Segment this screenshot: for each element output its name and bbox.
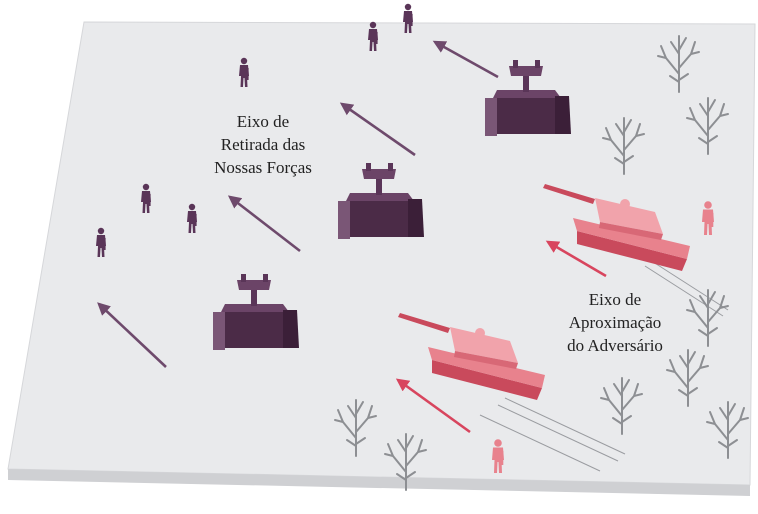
enemy-axis-label-line: Eixo de <box>588 290 642 309</box>
friendly-axis-label-line: Retirada das <box>220 135 306 154</box>
friendly-axis-label-line: Nossas Forças <box>214 158 312 177</box>
enemy-axis-label-line: Aproximação <box>568 313 662 332</box>
track-marks <box>479 259 729 472</box>
friendly-arrows <box>97 40 499 368</box>
friendly-arrow <box>97 302 167 368</box>
ground-edge <box>8 469 750 496</box>
friendly-arrow <box>432 40 499 79</box>
friendly-arrow <box>339 102 416 157</box>
enemy-arrows <box>395 240 607 434</box>
friendly-axis-label-line: Eixo de <box>236 112 290 131</box>
enemy-axis-label-line: do Adversário <box>567 336 663 355</box>
enemy-arrow <box>395 378 471 434</box>
friendly-arrow <box>227 195 301 253</box>
enemy-axis-label: Eixo de Aproximação do Adversário <box>540 288 690 357</box>
friendly-axis-label: Eixo de Retirada das Nossas Forças <box>188 110 338 179</box>
enemy-arrow <box>545 240 607 278</box>
